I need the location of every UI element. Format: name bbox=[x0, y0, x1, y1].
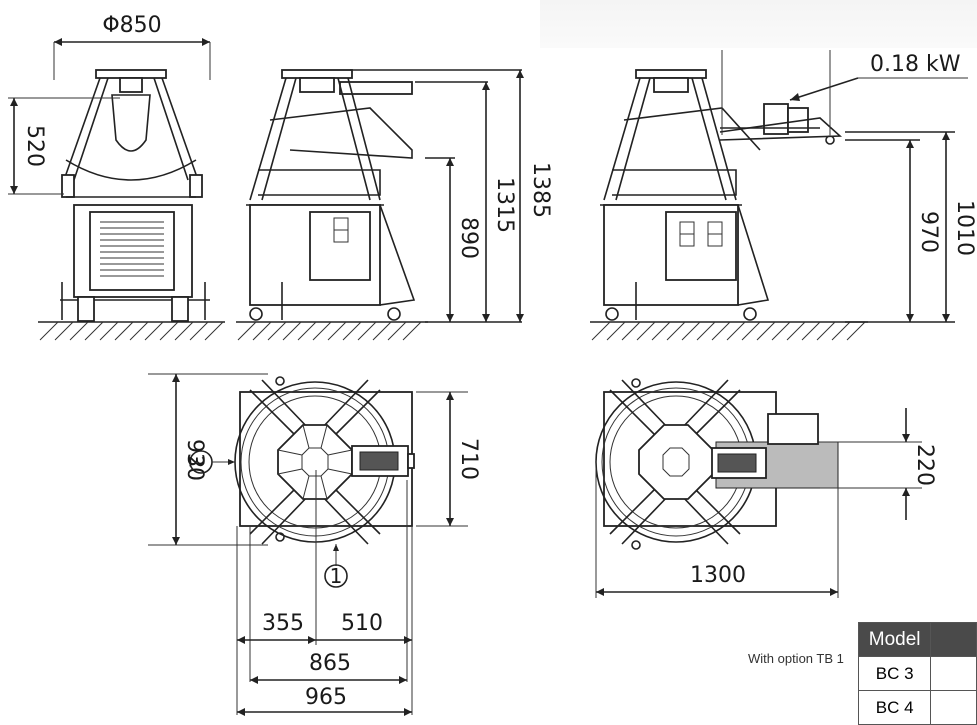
front-view: Φ850 520 bbox=[8, 13, 225, 341]
table-cell bbox=[930, 656, 977, 691]
table-header-model: Model bbox=[857, 622, 932, 657]
table-row: BC 3 bbox=[857, 656, 977, 691]
dim-890: 890 bbox=[456, 217, 481, 259]
side-view: 890 1315 1385 bbox=[236, 69, 553, 341]
table-cell bbox=[930, 690, 977, 725]
table-cell-model: BC 3 bbox=[857, 656, 932, 691]
background-shade bbox=[540, 0, 977, 48]
table-row: BC 4 bbox=[857, 690, 977, 725]
dim-865: 865 bbox=[309, 651, 351, 676]
side-view-option: 0.18 kW 970 1010 bbox=[590, 50, 977, 341]
dim-1315: 1315 bbox=[492, 177, 517, 233]
option-caption: With option TB 1 bbox=[748, 651, 844, 666]
dim-970: 970 bbox=[916, 211, 941, 253]
dim-510: 510 bbox=[341, 611, 383, 636]
model-table: Model BC 3 BC 4 bbox=[857, 622, 977, 725]
table-header-row: Model bbox=[857, 622, 977, 657]
dim-220: 220 bbox=[912, 444, 937, 486]
dim-355: 355 bbox=[262, 611, 304, 636]
dim-1385: 1385 bbox=[528, 162, 553, 218]
top-view-option: 220 1300 bbox=[595, 378, 937, 598]
dim-965: 965 bbox=[305, 685, 347, 710]
dim-520: 520 bbox=[22, 125, 47, 167]
dim-1010: 1010 bbox=[952, 200, 977, 256]
dim-710: 710 bbox=[456, 438, 481, 480]
dim-1300: 1300 bbox=[690, 563, 746, 588]
table-header-cell bbox=[930, 622, 977, 657]
table-cell-model: BC 4 bbox=[857, 690, 932, 725]
dim-930: 930 bbox=[182, 439, 207, 481]
motor-power-label: 0.18 kW bbox=[870, 52, 961, 77]
dim-diameter: Φ850 bbox=[102, 13, 161, 38]
marker-2: 2 bbox=[185, 456, 209, 469]
marker-1: 1 bbox=[330, 564, 343, 588]
top-view: 930 710 2 1 355 510 865 965 bbox=[148, 373, 481, 716]
